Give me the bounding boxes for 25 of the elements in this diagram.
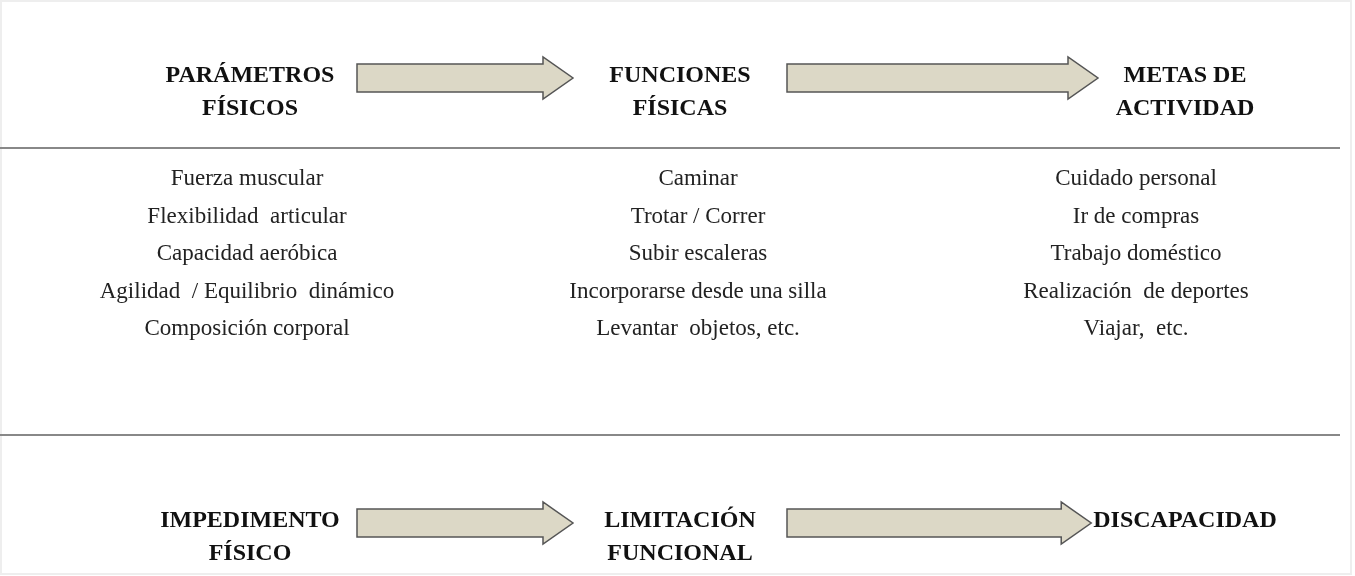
block-arrow	[356, 55, 575, 101]
heading-text: DISCAPACIDAD	[1093, 505, 1277, 534]
list-item-text: Caminar	[658, 164, 738, 192]
list-item-text: Flexibilidad articular	[147, 201, 347, 230]
list-item-text: Trotar / Correr	[630, 201, 766, 230]
list-item-text: Levantar objetos, etc.	[596, 314, 800, 342]
list-item-text: Subir escaleras	[628, 239, 768, 267]
block-arrow	[786, 55, 1100, 101]
list-item-text: Realización de deportes	[1023, 276, 1249, 305]
list-item-text: Fuerza muscular	[170, 164, 324, 192]
list-item-text: Capacidad aeróbica	[156, 239, 338, 267]
list-item-text: Agilidad / Equilibrio dinámico	[99, 276, 395, 305]
heading-text: METAS DE ACTIVIDAD	[1114, 60, 1256, 122]
heading-text: IMPEDIMENTO FÍSICO	[159, 505, 341, 567]
list-item-text: Composición corporal	[144, 314, 350, 342]
list-item-text: Trabajo doméstico	[1050, 239, 1222, 267]
list-item-text: Incorporarse desde una silla	[569, 276, 827, 305]
list-item-text: Viajar, etc.	[1083, 314, 1189, 342]
heading-text: PARÁMETROS FÍSICOS	[164, 60, 336, 122]
heading-text: FUNCIONES FÍSICAS	[608, 60, 752, 122]
list-item-text: Ir de compras	[1072, 201, 1200, 230]
heading-text: LIMITACIÓN FUNCIONAL	[603, 505, 757, 567]
block-arrow	[356, 500, 575, 546]
block-arrow	[786, 500, 1093, 546]
list-item-text: Cuidado personal	[1055, 164, 1217, 192]
